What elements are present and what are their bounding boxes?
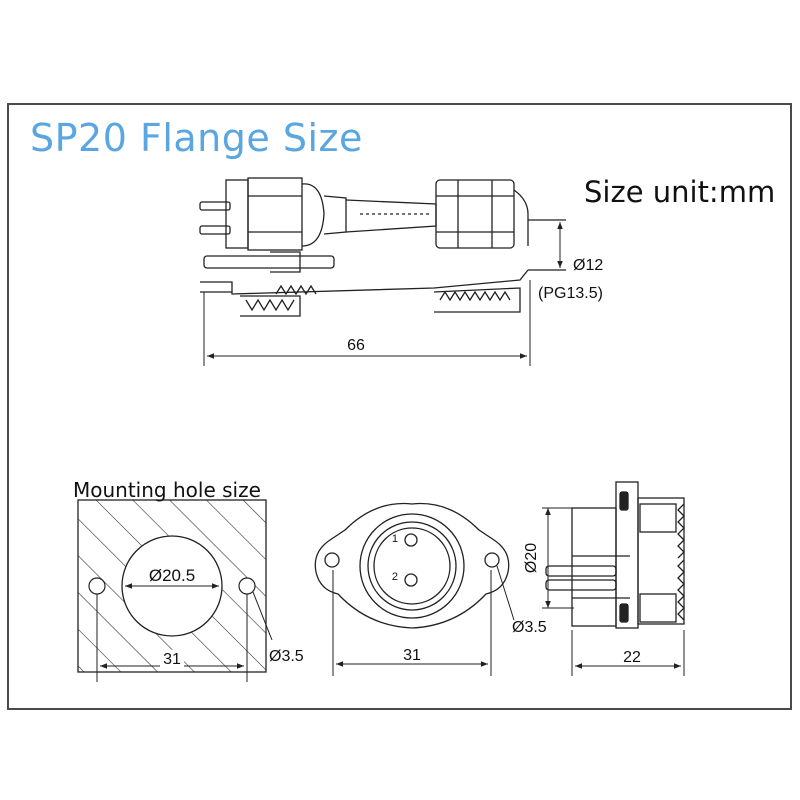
unit-label: Size unit:mm bbox=[584, 175, 776, 209]
receptacle-side-drawing bbox=[545, 481, 685, 629]
receptacle-diameter-label: Ø20 bbox=[523, 543, 540, 573]
diagram-title: SP20 Flange Size bbox=[30, 116, 363, 160]
flange-front-drawing bbox=[314, 502, 510, 629]
flange-spacing-label: 31 bbox=[403, 647, 421, 664]
connector-assembly-drawing bbox=[199, 177, 566, 317]
flange-screw-diameter-label: Ø3.5 bbox=[512, 619, 547, 636]
pin-2-label: 2 bbox=[392, 571, 398, 583]
mounting-hole-heading: Mounting hole size bbox=[73, 478, 261, 502]
thread-size-label: (PG13.5) bbox=[538, 285, 603, 302]
mounting-hole-diameter-label: Ø20.5 bbox=[149, 566, 195, 585]
mounting-screw-diameter-label: Ø3.5 bbox=[269, 648, 304, 665]
mounting-hole-spacing-label: 31 bbox=[163, 651, 181, 668]
pin-1-label: 1 bbox=[392, 533, 398, 545]
overall-length-label: 66 bbox=[347, 337, 365, 354]
receptacle-length-label: 22 bbox=[623, 649, 641, 666]
cable-diameter-label: Ø12 bbox=[573, 257, 603, 274]
diagram-frame bbox=[7, 103, 792, 710]
